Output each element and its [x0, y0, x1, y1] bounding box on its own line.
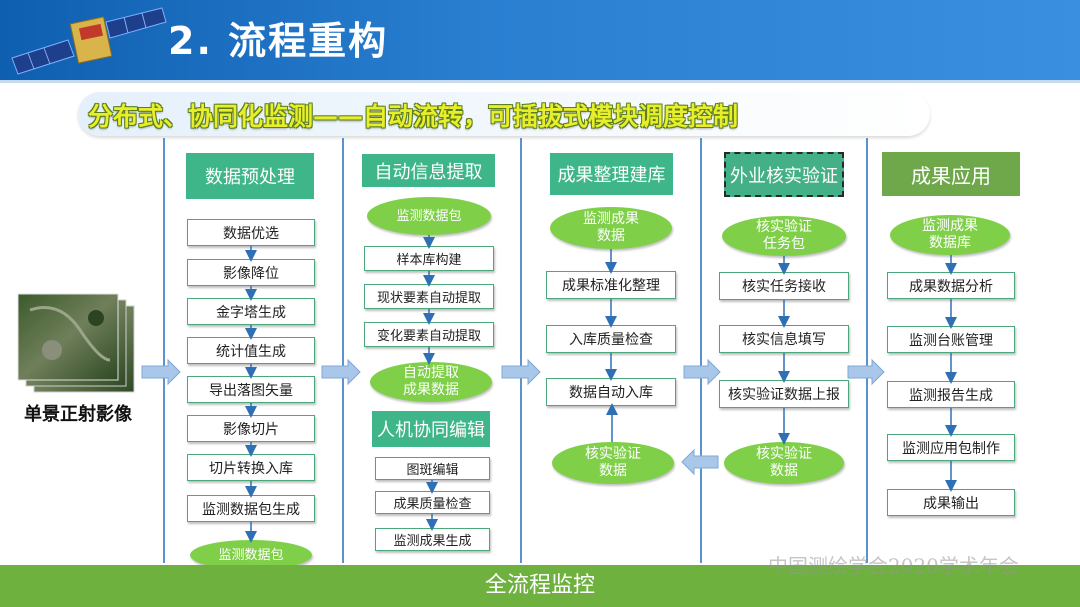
col5-header: 成果应用 — [882, 152, 1020, 196]
col1-step: 金字塔生成 — [187, 298, 315, 325]
col4-step: 核实信息填写 — [719, 325, 849, 353]
col4-step: 核实任务接收 — [719, 272, 849, 300]
col2-edit-step: 监测成果生成 — [375, 528, 490, 551]
col5-step: 监测台账管理 — [887, 326, 1015, 353]
column-divider — [700, 138, 702, 563]
col1-step: 统计值生成 — [187, 337, 315, 364]
col2-header: 自动信息提取 — [362, 154, 495, 187]
col1-step: 切片转换入库 — [187, 454, 315, 481]
col2-header2: 人机协同编辑 — [372, 411, 490, 447]
col5-step: 监测应用包制作 — [887, 434, 1015, 461]
col2-edit-step: 图斑编辑 — [375, 457, 490, 480]
col3-input: 监测成果 数据 — [550, 207, 672, 249]
col3-step: 成果标准化整理 — [546, 271, 676, 299]
col3-header: 成果整理建库 — [550, 153, 673, 195]
col5-step: 监测报告生成 — [887, 381, 1015, 408]
input-label: 单景正射影像 — [24, 404, 132, 425]
col3-step: 入库质量检查 — [546, 325, 676, 353]
footer-label: 全流程监控 — [484, 573, 595, 598]
watermark-text: 中国测绘学会2020学术年会 — [768, 554, 1019, 578]
header-divider — [0, 80, 1080, 83]
col2-output: 自动提取 成果数据 — [370, 362, 492, 402]
col2-step: 样本库构建 — [364, 246, 494, 271]
col4-header: 外业核实验证 — [724, 152, 844, 197]
subtitle-text: 分布式、协同化监测——自动流转，可插拔式模块调度控制 — [88, 102, 739, 131]
col5-input: 监测成果 数据库 — [890, 215, 1010, 255]
col5-step: 成果输出 — [887, 489, 1015, 516]
col2-step: 现状要素自动提取 — [364, 284, 494, 309]
col1-step: 导出落图矢量 — [187, 376, 315, 403]
page-title: 2. 流程重构 — [168, 19, 389, 63]
column-divider — [520, 138, 522, 563]
col4-step: 核实验证数据上报 — [719, 380, 849, 408]
column-divider — [866, 138, 868, 563]
col2-step: 变化要素自动提取 — [364, 322, 494, 347]
col4-output: 核实验证 数据 — [724, 442, 844, 484]
col2-edit-step: 成果质量检查 — [375, 491, 490, 514]
col3-step: 数据自动入库 — [546, 378, 676, 406]
satellite-icon — [11, 7, 167, 75]
col1-step: 监测数据包生成 — [187, 495, 315, 522]
col1-step: 数据优选 — [187, 219, 315, 246]
header-bar — [0, 0, 1080, 80]
column-divider — [342, 138, 344, 563]
column-divider — [163, 138, 165, 563]
col2-input: 监测数据包 — [367, 197, 491, 235]
col1-step: 影像切片 — [187, 415, 315, 442]
col1-header: 数据预处理 — [186, 153, 314, 199]
col3-feedback: 核实验证 数据 — [552, 442, 674, 484]
col5-step: 成果数据分析 — [887, 272, 1015, 299]
footer-bar — [0, 565, 1080, 607]
subtitle-banner — [78, 92, 930, 136]
col1-step: 影像降位 — [187, 259, 315, 286]
col4-input: 核实验证 任务包 — [722, 216, 846, 256]
